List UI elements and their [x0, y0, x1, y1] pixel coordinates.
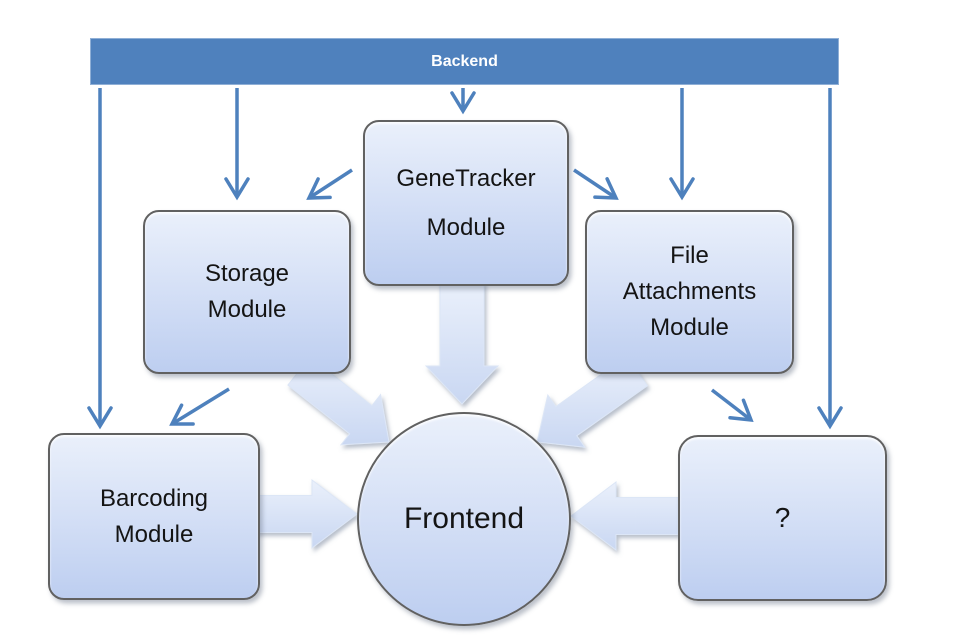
- node-genetracker-module: GeneTracker Module: [363, 120, 569, 286]
- block-arrow-unknown-to-frontend: [570, 480, 679, 552]
- backend-label: Backend: [431, 52, 498, 70]
- storage-label-line2: Module: [207, 296, 287, 323]
- node-frontend: Frontend: [357, 412, 571, 626]
- node-file-attachments-module: File Attachments Module: [585, 210, 794, 374]
- arrow-genetracker-to-file-attachments: [573, 168, 619, 200]
- barcoding-label-line2: Module: [114, 520, 194, 548]
- thin-arrows-group: [87, 88, 843, 430]
- block-arrow-file-attachments-to-frontend: [536, 355, 649, 448]
- node-barcoding-module: Barcoding Module: [48, 433, 260, 600]
- file-label-line2: Attachments: [622, 278, 757, 305]
- unknown-label: ?: [774, 502, 791, 533]
- genetracker-label-line2: Module: [426, 214, 506, 241]
- node-unknown-module: ?: [678, 435, 887, 601]
- block-arrow-barcoding-to-frontend: [252, 478, 358, 550]
- node-backend: Backend: [90, 38, 839, 85]
- block-arrow-genetracker-to-frontend: [424, 281, 500, 405]
- arrow-storage-to-barcoding: [169, 387, 230, 426]
- genetracker-label-line1: GeneTracker: [396, 165, 536, 192]
- arrow-file-attachments-to-unknown: [710, 388, 754, 423]
- block-arrows-group: [252, 281, 679, 552]
- file-label-line1: File: [670, 242, 709, 269]
- file-label-line3: Module: [650, 314, 729, 341]
- barcoding-label-line1: Barcoding: [99, 484, 209, 512]
- node-storage-module: Storage Module: [143, 210, 351, 374]
- frontend-label: Frontend: [403, 502, 525, 535]
- arrow-genetracker-to-storage: [306, 168, 353, 200]
- storage-label-line1: Storage: [204, 260, 290, 287]
